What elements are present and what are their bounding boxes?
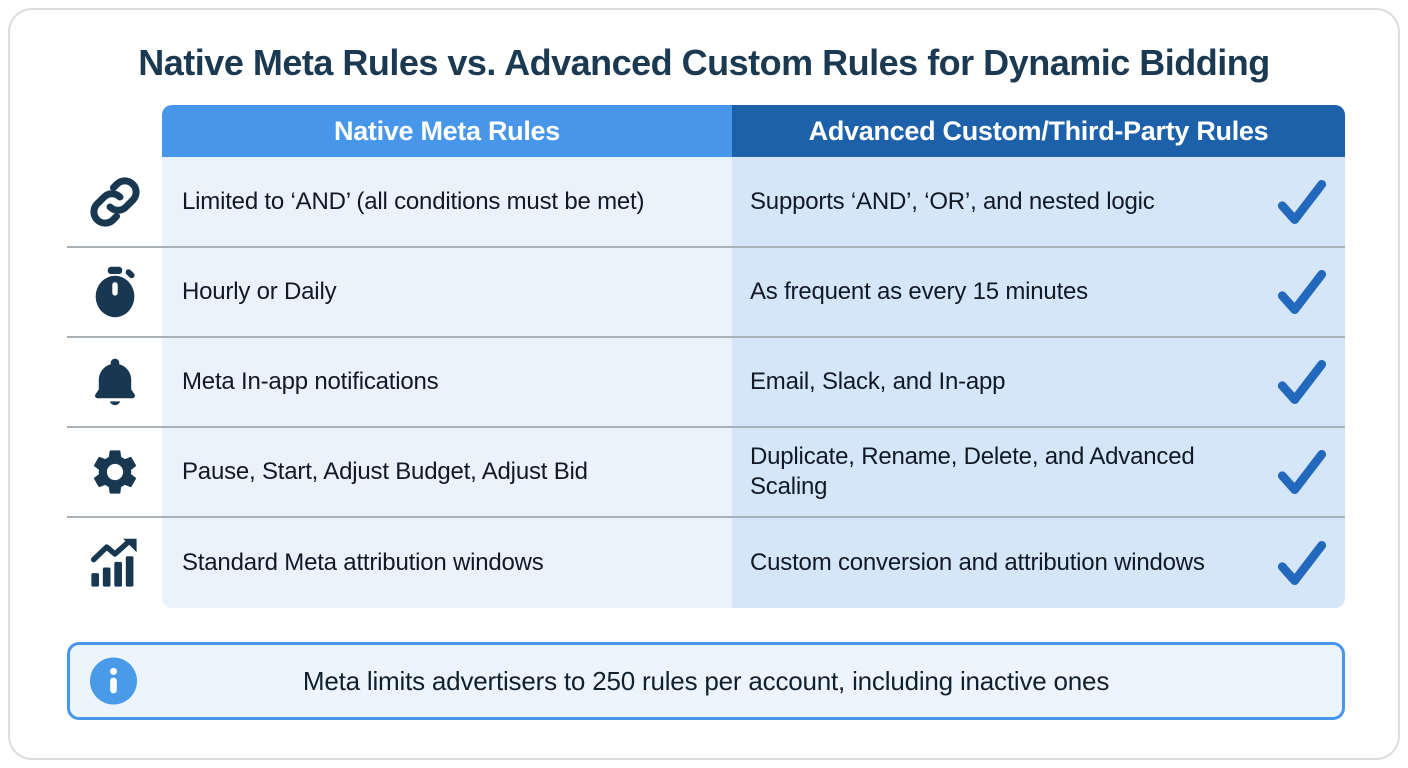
- advanced-cell-text: Email, Slack, and In-app: [750, 368, 1006, 395]
- column-header-native: Native Meta Rules: [162, 105, 732, 157]
- table-header-row: Native Meta Rules Advanced Custom/Third-…: [162, 105, 1345, 157]
- infographic-card: Native Meta Rules vs. Advanced Custom Ru…: [8, 8, 1400, 760]
- info-note-text: Meta limits advertisers to 250 rules per…: [302, 665, 1110, 696]
- advanced-cell-text: Custom conversion and attribution window…: [750, 549, 1205, 576]
- link-icon: [88, 175, 142, 229]
- table-row: Standard Meta attribution windows Custom…: [67, 518, 1345, 608]
- native-cell-text: Standard Meta attribution windows: [182, 549, 544, 576]
- checkmark-icon: [1275, 447, 1329, 497]
- row-icon-cell: [67, 428, 162, 516]
- native-cell: Hourly or Daily: [162, 248, 732, 336]
- advanced-cell-text: Duplicate, Rename, Delete, and Advanced …: [750, 443, 1195, 500]
- stopwatch-icon: [88, 265, 142, 319]
- column-header-advanced: Advanced Custom/Third-Party Rules: [732, 105, 1345, 157]
- advanced-cell: Supports ‘AND’, ‘OR’, and nested logic: [732, 157, 1345, 246]
- advanced-cell: Email, Slack, and In-app: [732, 338, 1345, 426]
- checkmark-icon: [1275, 267, 1329, 317]
- native-cell-text: Hourly or Daily: [182, 278, 337, 305]
- page-title: Native Meta Rules vs. Advanced Custom Ru…: [138, 42, 1270, 83]
- row-icon-cell: [67, 518, 162, 608]
- checkmark-icon: [1275, 177, 1329, 227]
- info-note: Meta limits advertisers to 250 rules per…: [67, 642, 1345, 720]
- checkmark-icon: [1275, 538, 1329, 588]
- advanced-cell-text: Supports ‘AND’, ‘OR’, and nested logic: [750, 187, 1155, 215]
- advanced-cell-text: As frequent as every 15 minutes: [750, 278, 1088, 305]
- chart-growth-icon: [88, 536, 142, 590]
- advanced-cell: Duplicate, Rename, Delete, and Advanced …: [732, 428, 1345, 516]
- gear-icon: [88, 445, 142, 499]
- advanced-cell: As frequent as every 15 minutes: [732, 248, 1345, 336]
- table-row: Hourly or Daily As frequent as every 15 …: [67, 248, 1345, 338]
- comparison-table: Native Meta Rules Advanced Custom/Third-…: [67, 105, 1345, 608]
- table-row: Limited to ‘AND’ (all conditions must be…: [67, 157, 1345, 248]
- native-cell: Standard Meta attribution windows: [162, 518, 732, 608]
- row-icon-cell: [67, 248, 162, 336]
- table-row: Meta In-app notifications Email, Slack, …: [67, 338, 1345, 428]
- row-icon-cell: [67, 338, 162, 426]
- table-body: Limited to ‘AND’ (all conditions must be…: [67, 157, 1345, 608]
- table-row: Pause, Start, Adjust Budget, Adjust Bid …: [67, 428, 1345, 518]
- native-cell-text: Limited to ‘AND’ (all conditions must be…: [182, 187, 645, 215]
- native-cell: Pause, Start, Adjust Budget, Adjust Bid: [162, 428, 732, 516]
- bell-icon: [88, 355, 142, 409]
- native-cell: Limited to ‘AND’ (all conditions must be…: [162, 157, 732, 246]
- checkmark-icon: [1275, 357, 1329, 407]
- advanced-cell: Custom conversion and attribution window…: [732, 518, 1345, 608]
- native-cell-text: Meta In-app notifications: [182, 368, 439, 395]
- info-icon: [90, 657, 137, 705]
- native-cell-text: Pause, Start, Adjust Budget, Adjust Bid: [182, 458, 588, 485]
- row-icon-cell: [67, 157, 162, 246]
- native-cell: Meta In-app notifications: [162, 338, 732, 426]
